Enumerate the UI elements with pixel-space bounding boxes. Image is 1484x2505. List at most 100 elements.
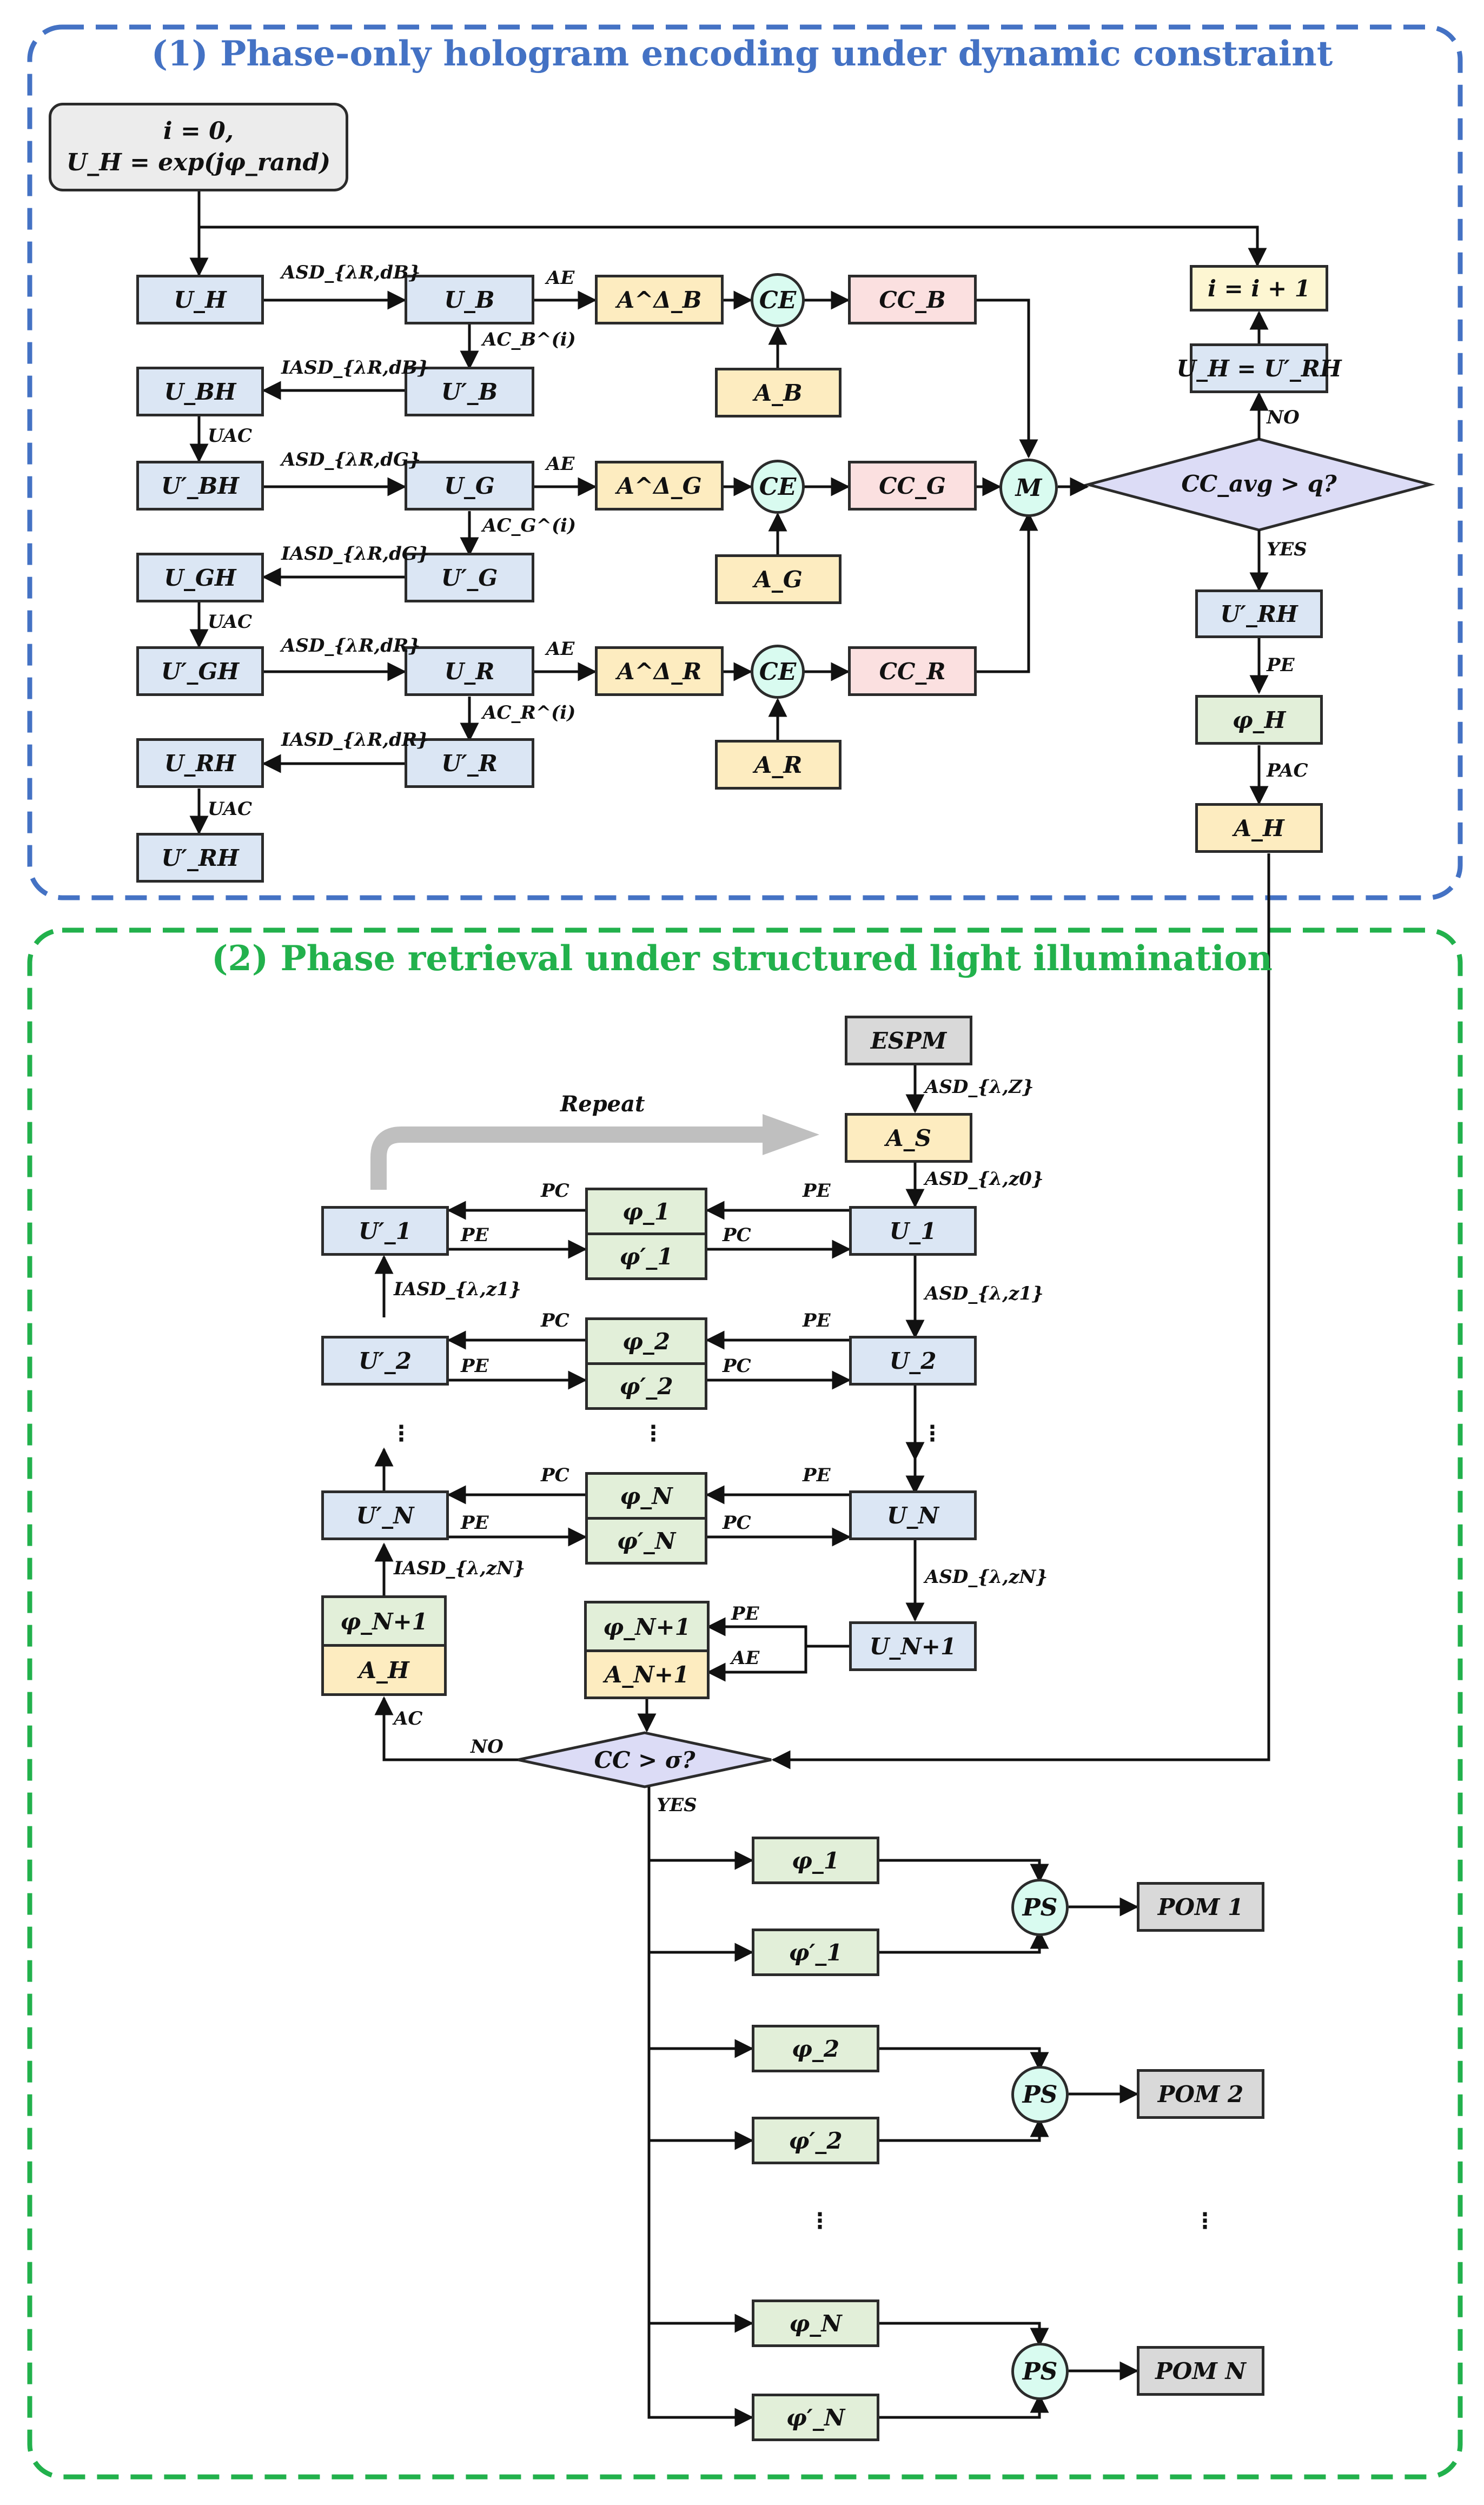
- u2-box: U_2: [849, 1336, 977, 1386]
- pc-n-top-label: PC: [541, 1464, 569, 1486]
- no-2-label: NO: [471, 1736, 504, 1758]
- phi1-out-box: φ_1: [752, 1837, 879, 1884]
- a-h-left-box: A_H: [321, 1644, 447, 1696]
- phi1-box: φ_1: [585, 1188, 707, 1235]
- u-g-box: U_G: [405, 461, 534, 511]
- phi2-prime-out-box: φ′_2: [752, 2117, 879, 2164]
- un-box: U_N: [849, 1490, 977, 1540]
- repeat-arrow: [370, 1126, 768, 1190]
- phin-box: φ_N: [585, 1472, 707, 1520]
- ps-n-circle: PS: [1011, 2343, 1069, 2400]
- ac-label: AC: [394, 1708, 423, 1729]
- phi2-prime-box: φ′_2: [585, 1362, 707, 1410]
- cc-sigma-decision-label: CC > σ?: [594, 1747, 695, 1773]
- cc-sigma-diamond: [518, 1731, 772, 1788]
- u-gh-box: U_GH: [136, 553, 264, 602]
- pe-1-bottom-label: PE: [461, 1224, 489, 1246]
- u1-box: U_1: [849, 1206, 977, 1256]
- a-b-box: A_B: [715, 368, 842, 418]
- pc-n-bottom-label: PC: [723, 1512, 751, 1534]
- phi-n1-left-box: φ_N+1: [321, 1595, 447, 1647]
- u-bh-prime-box: U′_BH: [136, 461, 264, 511]
- vdots-right: ⋮: [922, 1421, 943, 1446]
- asd-r-label: ASD_{λR,dR}: [281, 635, 421, 657]
- i-increment-box: i = i + 1: [1190, 265, 1328, 312]
- phi1-prime-out-box: φ′_1: [752, 1929, 879, 1976]
- pe-2-top-label: PE: [803, 1310, 831, 1331]
- uh-update-box: U_H = U′_RH: [1176, 343, 1342, 393]
- iasd-g-label: IASD_{λR,dG}: [281, 543, 429, 565]
- phin-prime-box: φ′_N: [585, 1517, 707, 1565]
- section2-title: (2) Phase retrieval under structured lig…: [211, 938, 1273, 979]
- asd-z1-label: ASD_{λ,z1}: [925, 1283, 1044, 1304]
- section1-border: [27, 24, 1463, 900]
- ce-g-circle: CE: [751, 460, 805, 514]
- pom-n-box: POM N: [1137, 2346, 1264, 2396]
- u-bh-box: U_BH: [136, 367, 264, 416]
- vdots-center: ⋮: [642, 1421, 664, 1446]
- phi-h-box: φ_H: [1195, 695, 1323, 745]
- phi2-box: φ_2: [585, 1317, 707, 1365]
- cc-b-box: CC_B: [848, 275, 977, 324]
- ce-b-circle: CE: [751, 273, 805, 327]
- ps-1-circle: PS: [1011, 1879, 1069, 1936]
- cc-avg-diamond: [1083, 438, 1435, 532]
- m-circle: M: [999, 459, 1058, 517]
- ac-g-label: AC_G^(i): [482, 515, 577, 536]
- pe-2-bottom-label: PE: [461, 1355, 489, 1377]
- u2-prime-box: U′_2: [321, 1336, 449, 1386]
- phin-prime-out-box: φ′_N: [752, 2394, 879, 2441]
- asd-b-label: ASD_{λR,dB}: [281, 262, 421, 283]
- pc-2-top-label: PC: [541, 1310, 569, 1331]
- asd-g-label: ASD_{λR,dG}: [281, 449, 421, 470]
- uac-3-label: UAC: [208, 798, 253, 820]
- pc-1-top-label: PC: [541, 1180, 569, 1202]
- no-1-label: NO: [1267, 407, 1300, 428]
- cc-g-box: CC_G: [848, 461, 977, 511]
- phi-n1-right-box: φ_N+1: [584, 1601, 710, 1653]
- a-g-delta-box: A^Δ_G: [595, 461, 724, 511]
- u1-prime-box: U′_1: [321, 1206, 449, 1256]
- asd-z-label: ASD_{λ,Z}: [925, 1076, 1034, 1098]
- u-rh-prime-out-box: U′_RH: [1195, 589, 1323, 638]
- ce-r-circle: CE: [751, 645, 805, 699]
- pe-n-top-label: PE: [803, 1464, 831, 1486]
- vdots-pom: ⋮: [1194, 2209, 1216, 2234]
- iasd-zn-label: IASD_{λ,zN}: [394, 1558, 526, 1579]
- un1-box: U_N+1: [849, 1621, 977, 1671]
- a-g-box: A_G: [715, 554, 842, 604]
- u-g-prime-box: U′_G: [405, 553, 534, 602]
- init-line-2: U_H = exp(jφ_rand): [66, 149, 331, 176]
- un-prime-box: U′_N: [321, 1490, 449, 1540]
- ae-b-label: AE: [546, 267, 575, 289]
- vdots-left: ⋮: [390, 1421, 412, 1446]
- ae-g-label: AE: [546, 453, 575, 475]
- ac-b-label: AC_B^(i): [482, 329, 576, 350]
- u-gh-prime-box: U′_GH: [136, 646, 264, 696]
- iasd-r-label: IASD_{λR,dR}: [281, 729, 429, 751]
- uac-1-label: UAC: [208, 425, 253, 447]
- yes-1-label: YES: [1267, 539, 1307, 560]
- pe-n-bottom-label: PE: [461, 1512, 489, 1534]
- u-b-box: U_B: [405, 275, 534, 324]
- section2-border: [27, 927, 1463, 2480]
- u-r-box: U_R: [405, 646, 534, 696]
- u-rh-box: U_RH: [136, 738, 264, 788]
- espm-box: ESPM: [845, 1016, 972, 1065]
- uac-2-label: UAC: [208, 611, 253, 633]
- vdots-phi-out: ⋮: [809, 2209, 831, 2234]
- pom-2-box: POM 2: [1137, 2069, 1264, 2119]
- a-r-delta-box: A^Δ_R: [595, 646, 724, 696]
- cc-avg-decision-label: CC_avg > q?: [1181, 470, 1337, 497]
- a-h-box: A_H: [1195, 803, 1323, 853]
- repeat-label: Repeat: [560, 1091, 645, 1117]
- pc-2-bottom-label: PC: [723, 1355, 751, 1377]
- u-r-prime-box: U′_R: [405, 738, 534, 788]
- u-b-prime-box: U′_B: [405, 367, 534, 416]
- pe-1-top-label: PE: [803, 1180, 831, 1202]
- asd-zn-label: ASD_{λ,zN}: [925, 1566, 1048, 1588]
- a-b-delta-box: A^Δ_B: [595, 275, 724, 324]
- pc-1-bottom-label: PC: [723, 1224, 751, 1246]
- init-box: i = 0, U_H = exp(jφ_rand): [49, 103, 348, 191]
